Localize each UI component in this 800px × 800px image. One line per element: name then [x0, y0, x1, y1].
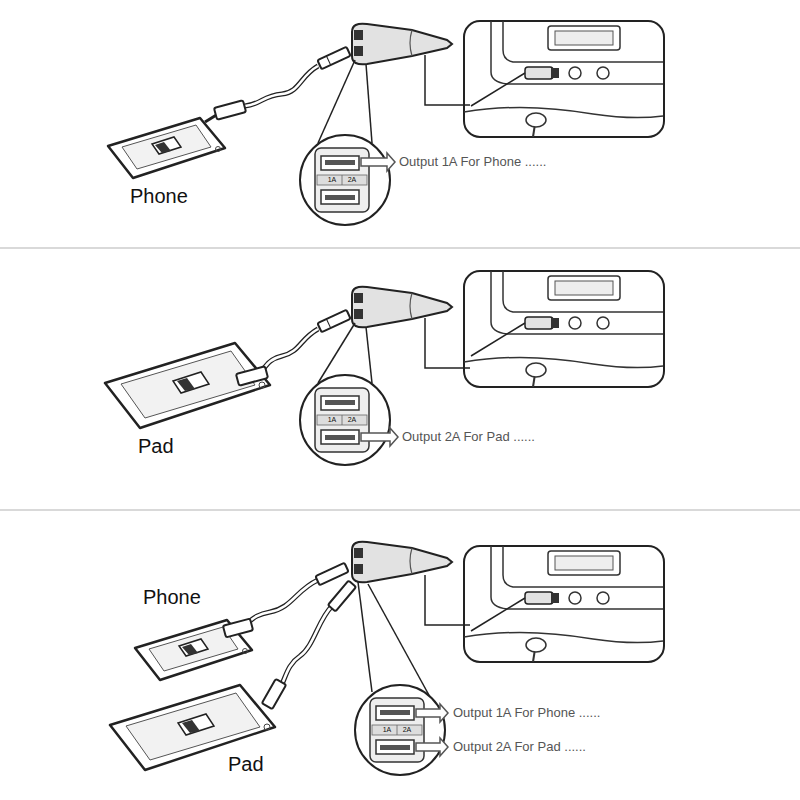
port-zoom	[355, 685, 445, 775]
car-dashboard	[464, 271, 664, 387]
cable	[246, 580, 318, 624]
zoom-leader	[318, 323, 355, 383]
cable	[245, 66, 318, 106]
port-rating: 1A	[328, 416, 337, 424]
dock-connector	[214, 100, 246, 119]
car-charger	[352, 287, 452, 328]
port-rating: 2A	[348, 416, 357, 424]
usb-plug	[328, 581, 356, 612]
both-panel	[110, 542, 664, 775]
port-rating: 2A	[403, 726, 412, 734]
car-charger	[352, 24, 452, 65]
zoom-leader	[366, 64, 372, 143]
pad-panel	[105, 271, 664, 465]
dock-connector	[236, 366, 268, 385]
cable	[282, 606, 332, 684]
car-dashboard	[464, 546, 664, 662]
zoom-leader	[358, 582, 372, 692]
output-arrow	[361, 153, 395, 171]
pad-device	[105, 343, 270, 428]
zoom-leader	[368, 584, 430, 697]
device-label: Phone	[143, 586, 201, 608]
phone-panel	[108, 21, 664, 225]
port-rating: 1A	[328, 176, 337, 184]
zoom-leader	[366, 327, 372, 383]
output-arrow	[416, 704, 448, 722]
output-note: Output 2A For Pad ......	[402, 430, 535, 444]
zoom-leader	[318, 60, 355, 143]
leader-line	[425, 575, 470, 625]
port-zoom	[300, 375, 390, 465]
output-arrow	[416, 738, 448, 756]
separator	[0, 509, 800, 511]
phone-device	[108, 118, 225, 178]
output-arrow	[361, 428, 398, 446]
dock-connector	[262, 679, 286, 709]
device-label: Pad	[138, 435, 174, 457]
car-charger	[352, 542, 452, 583]
port-zoom	[300, 135, 390, 225]
output-note: Output 1A For Phone ......	[399, 155, 546, 169]
port-rating: 1A	[383, 726, 392, 734]
cable	[262, 329, 318, 370]
separator	[0, 247, 800, 249]
leader-line	[425, 318, 470, 368]
output-note: Output 1A For Phone ......	[453, 706, 600, 720]
leader-line	[425, 55, 470, 105]
device-label: Pad	[228, 753, 264, 775]
dock-connector	[223, 619, 253, 638]
usb-plug	[317, 47, 350, 70]
device-label: Phone	[130, 185, 188, 207]
port-rating: 2A	[348, 176, 357, 184]
usb-plug	[315, 563, 348, 586]
usb-plug	[317, 310, 350, 333]
car-dashboard	[464, 21, 664, 137]
output-note: Output 2A For Pad ......	[453, 740, 586, 754]
